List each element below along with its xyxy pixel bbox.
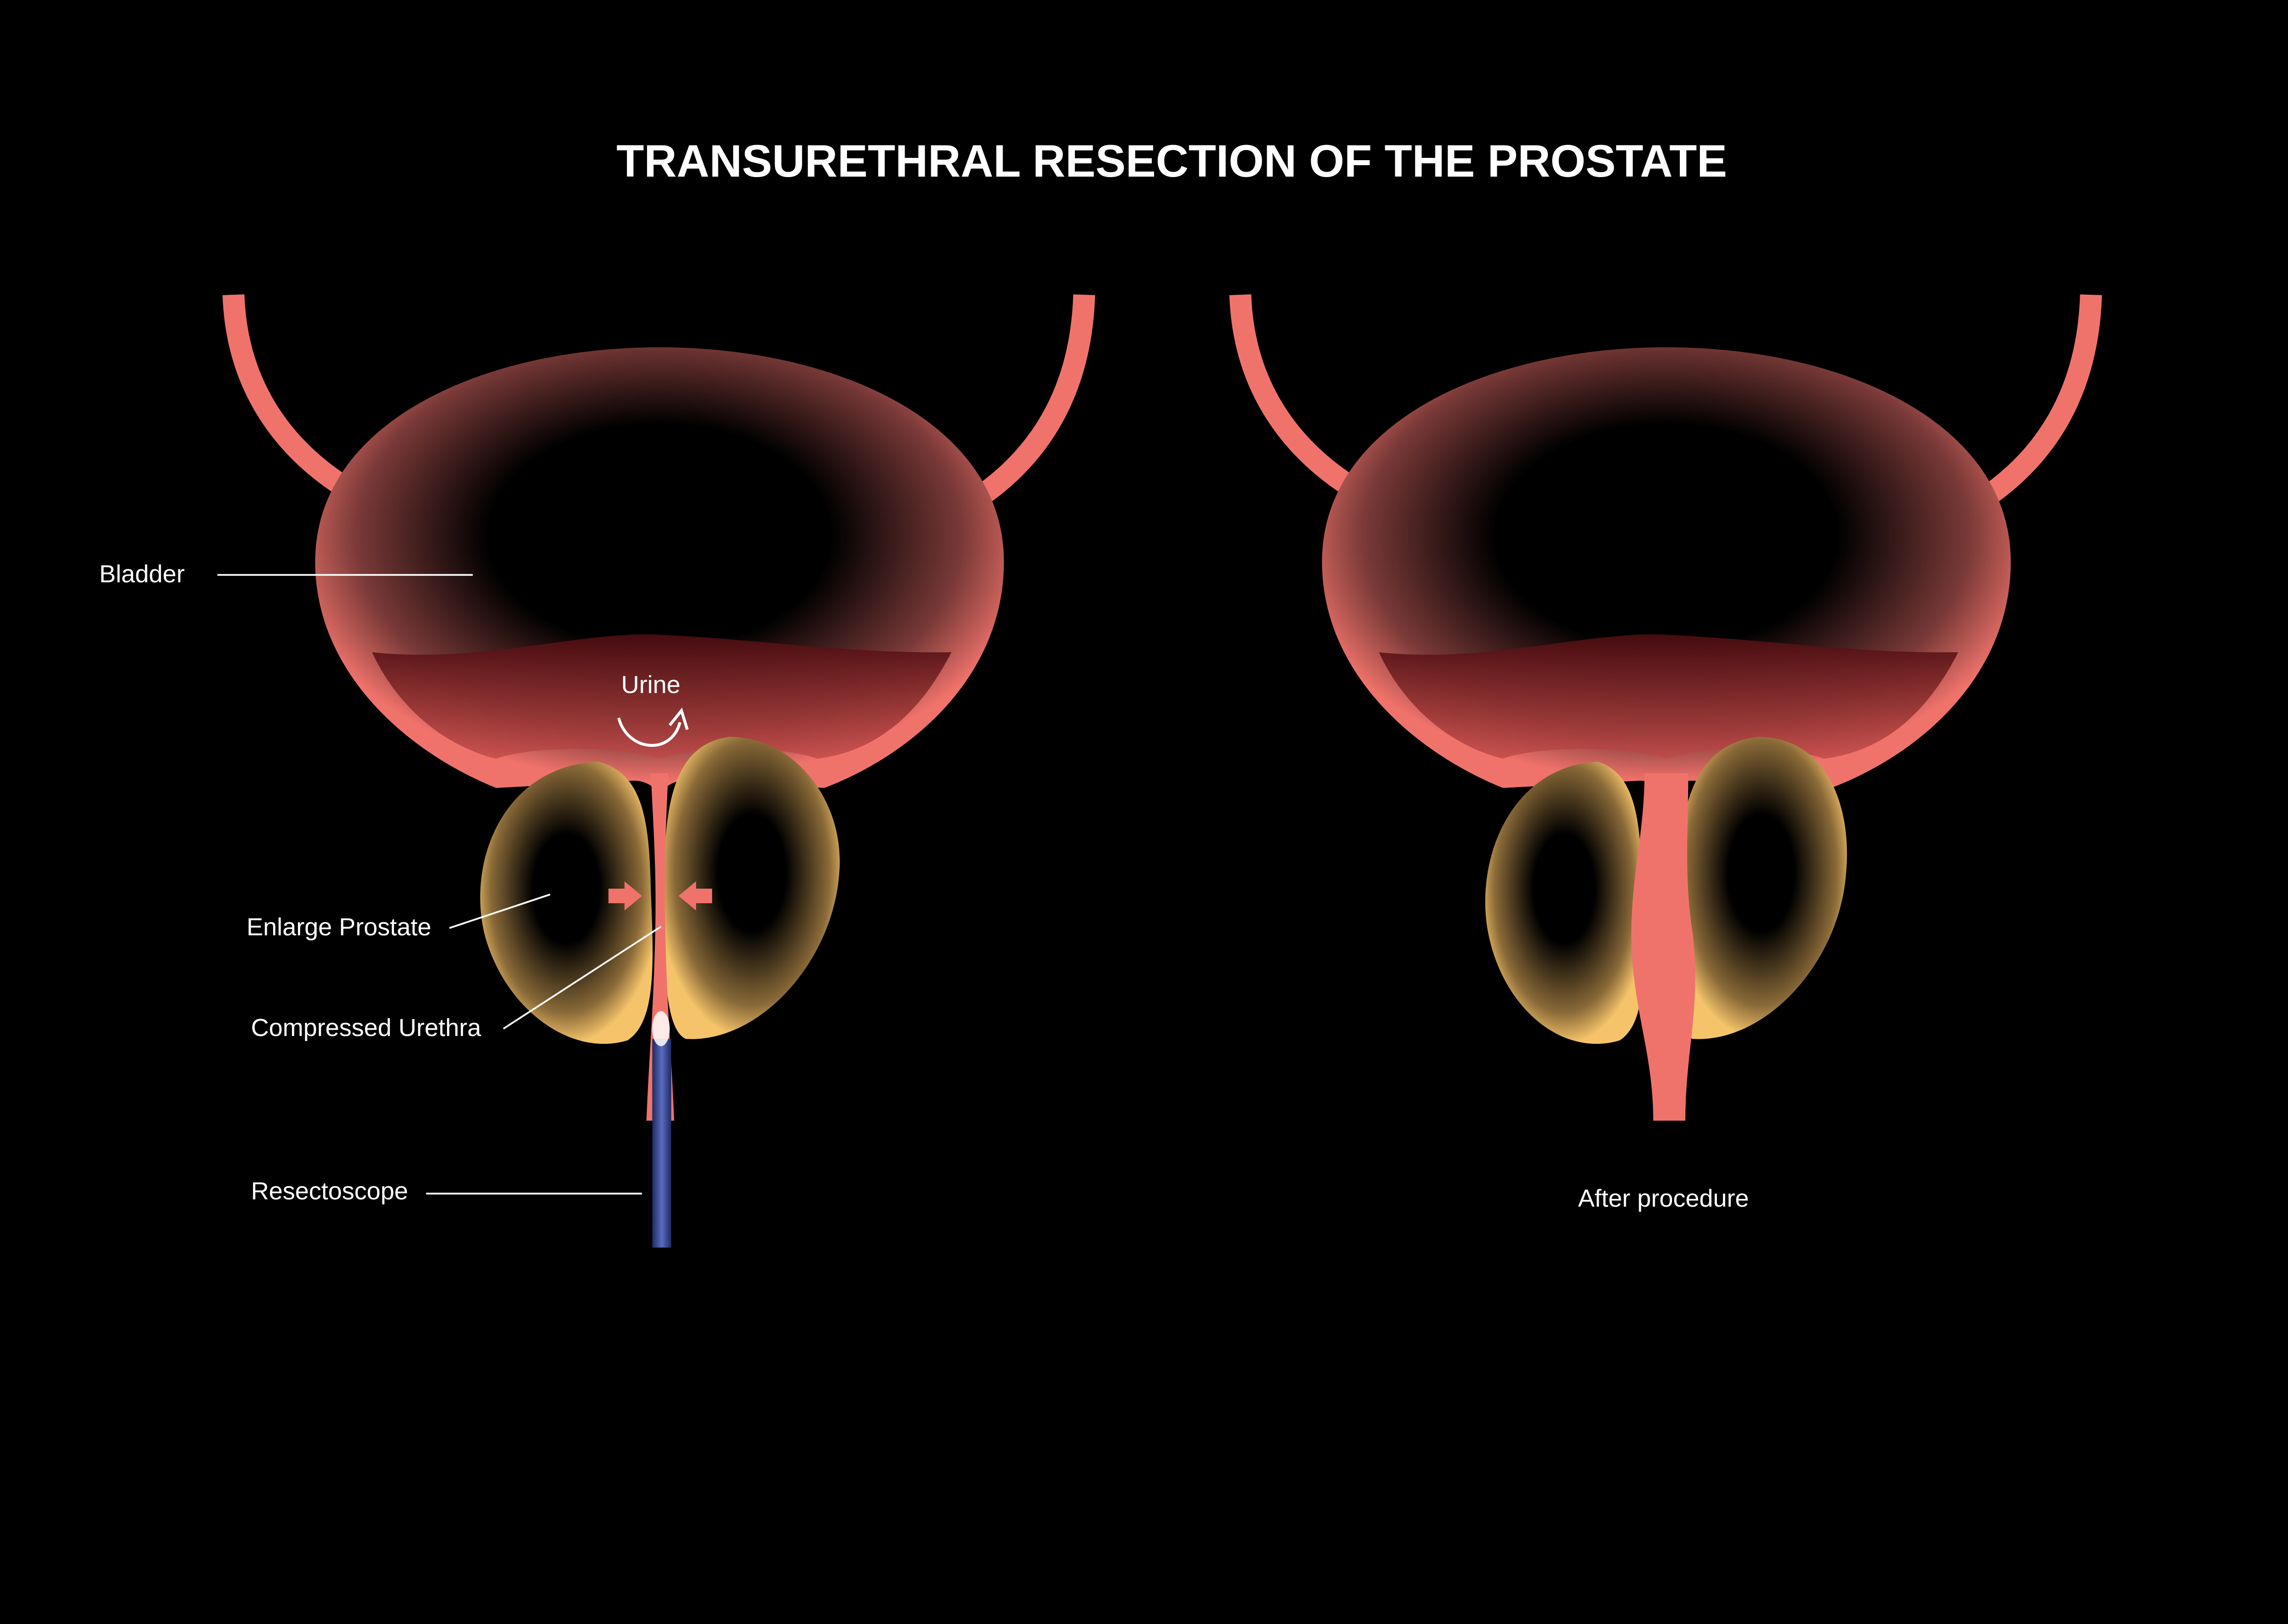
label-resectoscope: Resectoscope bbox=[251, 1177, 408, 1205]
label-bladder: Bladder bbox=[99, 560, 185, 588]
left-panel: Bladder Urine Enlarge Prostate Compresse… bbox=[99, 295, 1084, 1248]
compression-arrow-right-icon bbox=[608, 881, 642, 911]
caption-after-procedure: After procedure bbox=[1578, 1185, 1749, 1212]
diagram: TRANSURETHRAL RESECTION OF THE PROSTATE … bbox=[99, 135, 2102, 1248]
right-panel: After procedure bbox=[1240, 295, 2091, 1212]
label-compressed-urethra: Compressed Urethra bbox=[251, 1014, 481, 1041]
prostate-right-lobe-after bbox=[1675, 737, 1847, 1039]
compression-arrow-left-icon bbox=[678, 881, 712, 911]
arrowhead-icon bbox=[669, 707, 689, 730]
leader-line-prostate bbox=[449, 893, 550, 929]
prostate-left-lobe-after bbox=[1485, 761, 1643, 1044]
label-enlarge-prostate: Enlarge Prostate bbox=[247, 913, 432, 941]
resectoscope-light bbox=[652, 1011, 670, 1047]
widened-urethra bbox=[1631, 773, 1695, 1121]
resectoscope bbox=[652, 1039, 671, 1248]
label-urine: Urine bbox=[621, 671, 680, 699]
diagram-title: TRANSURETHRAL RESECTION OF THE PROSTATE bbox=[616, 136, 1727, 186]
prostate-right-lobe bbox=[664, 737, 840, 1039]
prostate-left-lobe bbox=[480, 761, 653, 1044]
leader-line-urethra bbox=[503, 926, 662, 1030]
urine-flow-arrow-icon bbox=[617, 718, 682, 747]
